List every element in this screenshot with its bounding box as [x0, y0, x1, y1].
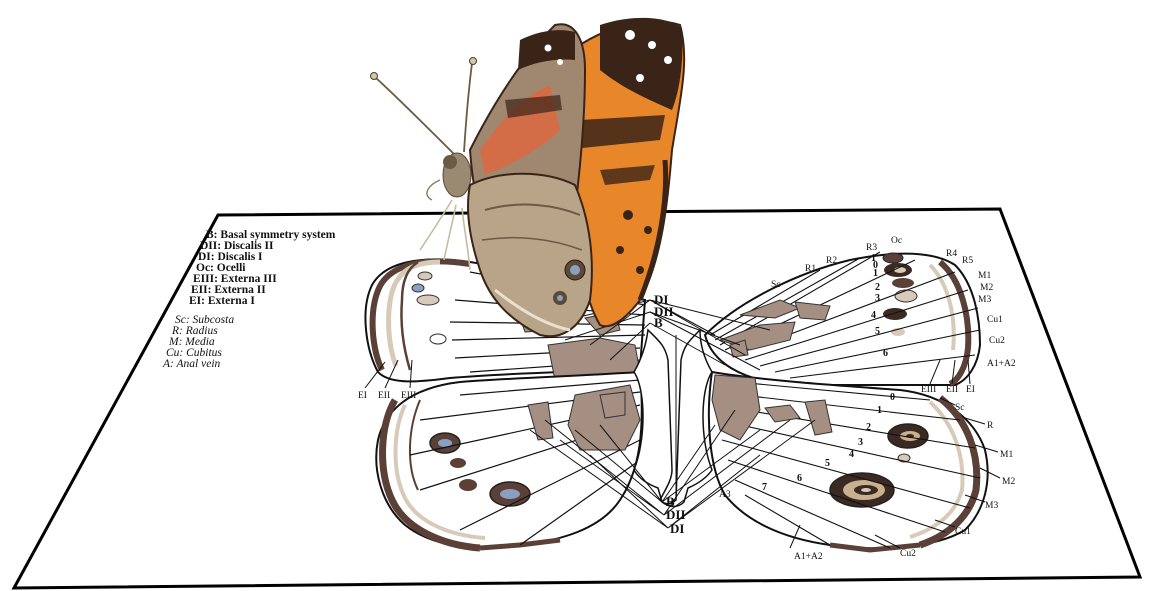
- label-ei-right: EI: [966, 385, 975, 395]
- cell-label-h0: 0: [890, 392, 895, 403]
- cell-label-h3: 3: [858, 437, 863, 448]
- cell-label-h5: 5: [825, 458, 830, 469]
- label-r4: R4: [946, 249, 957, 259]
- label-m2-fore: M2: [980, 283, 993, 293]
- label-r5: R5: [962, 256, 973, 266]
- label-m2-hind: M2: [1002, 477, 1015, 487]
- label-r3: R3: [866, 243, 877, 253]
- cell-label-2: 2: [875, 282, 880, 293]
- label-r-hind: R: [987, 421, 994, 431]
- label-m1-hind: M1: [1000, 450, 1013, 460]
- label-b-top: B: [654, 315, 663, 330]
- label-cu2-fore: Cu2: [989, 336, 1005, 346]
- cell-label-4: 4: [871, 310, 876, 321]
- label-di-bottom: DI: [670, 521, 684, 536]
- label-m3-hind: M3: [985, 501, 998, 511]
- label-a1a2-hind: A1+A2: [794, 552, 823, 562]
- label-m1-fore: M1: [978, 271, 991, 281]
- cell-label-h1: 1: [877, 405, 882, 416]
- cell-label-h4: 4: [849, 449, 854, 460]
- label-sc-hind: Sc: [955, 403, 965, 413]
- cell-label-h7: 7: [762, 482, 767, 493]
- label-m3-fore: M3: [978, 295, 991, 305]
- label-eii-right: EII: [946, 385, 958, 395]
- label-sc-fore: Sc: [771, 280, 781, 290]
- label-eiii-left: EIII: [401, 391, 416, 401]
- label-ei-left: EI: [358, 391, 367, 401]
- label-r2: R2: [826, 256, 837, 266]
- legend-line-anal-vein: A: Anal vein: [162, 358, 221, 370]
- cell-label-6: 6: [883, 348, 888, 359]
- label-dii-bottom: DII: [666, 507, 686, 522]
- cell-label-5: 5: [875, 326, 880, 337]
- label-eii-left: EII: [378, 391, 390, 401]
- label-r1: R1: [805, 264, 816, 274]
- label-oc: Oc: [891, 236, 902, 246]
- cell-label-h6: 6: [797, 473, 802, 484]
- label-cu1-hind: Cu1: [955, 527, 971, 537]
- cell-label-3: 3: [875, 293, 880, 304]
- cell-label-h2: 2: [866, 422, 871, 433]
- cell-label-1b: 1: [873, 268, 878, 279]
- label-a3-hind: A3: [719, 490, 731, 500]
- label-cu2-hind: Cu2: [900, 549, 916, 559]
- label-eiii-right: EIII: [921, 385, 936, 395]
- legend-line-ei: EI: Externa I: [189, 295, 255, 307]
- label-a1a2-fore: A1+A2: [987, 359, 1016, 369]
- label-cu1-fore: Cu1: [987, 315, 1003, 325]
